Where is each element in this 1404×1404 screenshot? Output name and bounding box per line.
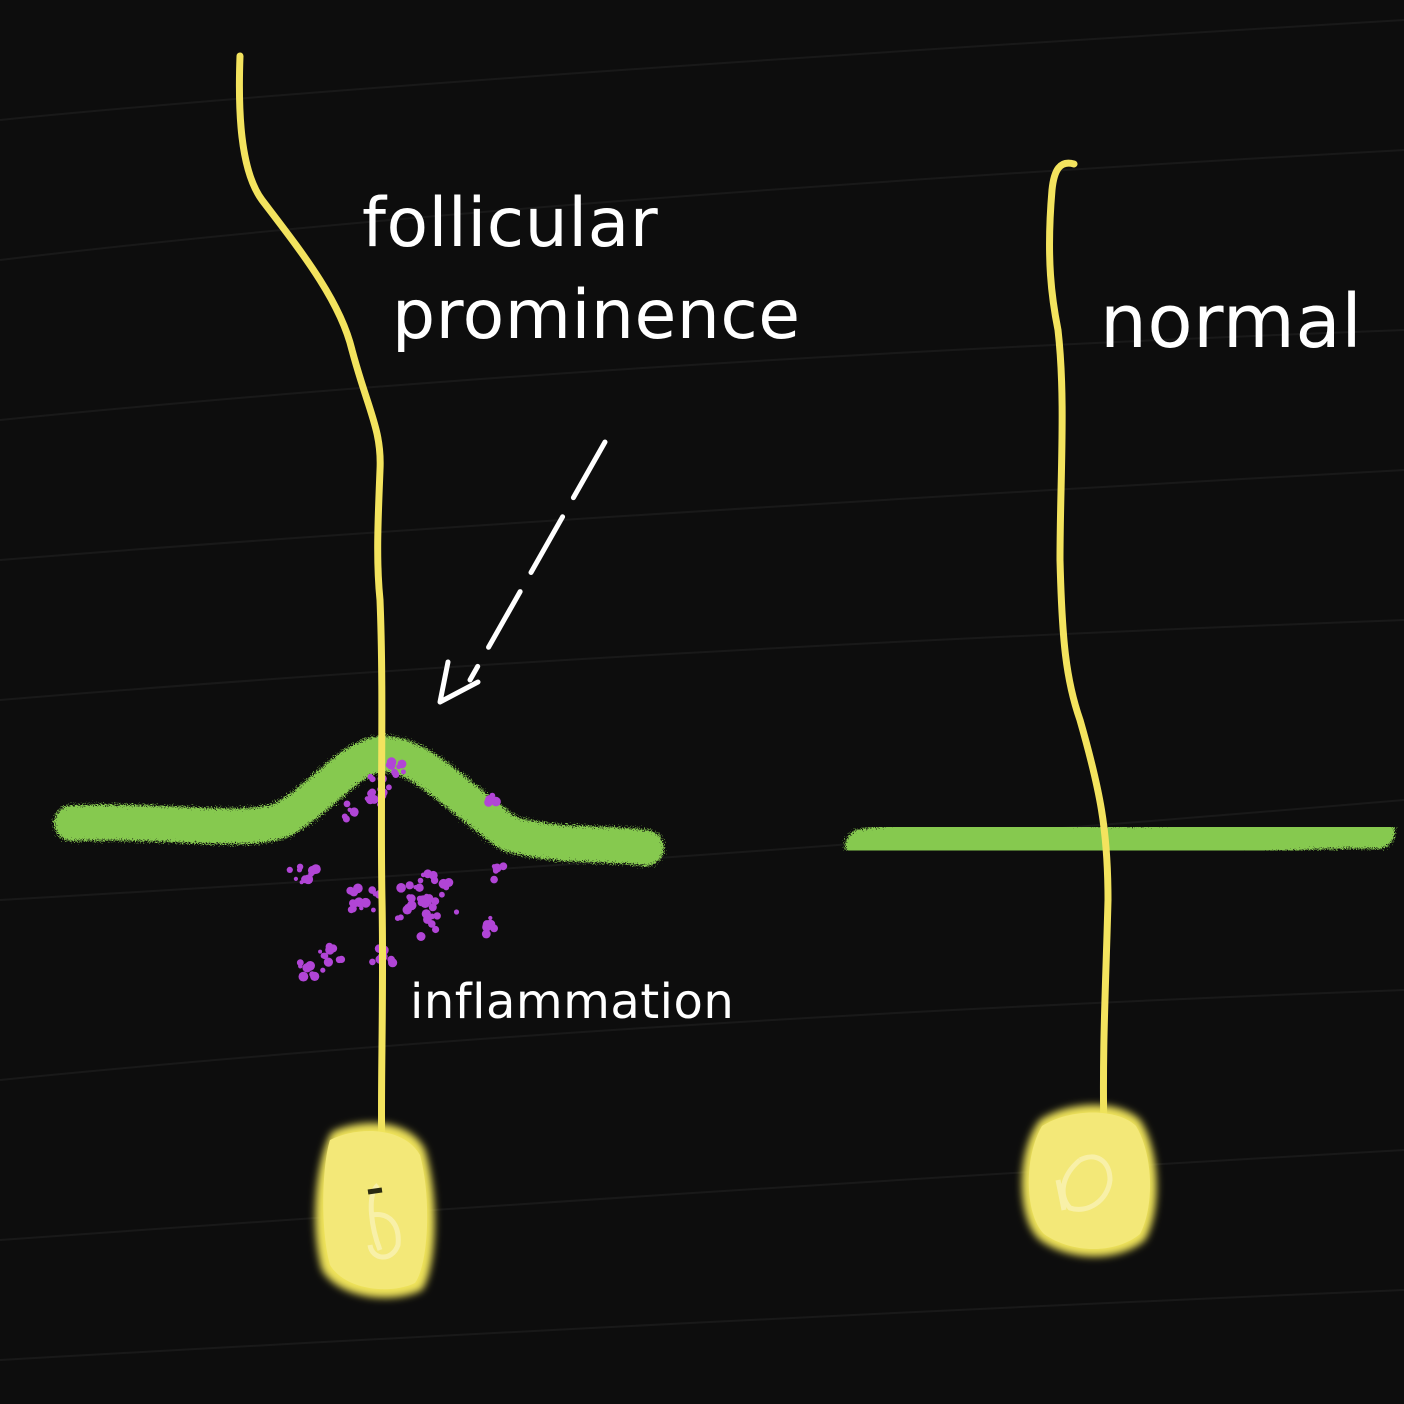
inflammation-cell [405, 881, 414, 890]
inflammation-cell [320, 952, 327, 959]
label-line-1: follicular [362, 184, 659, 263]
inflammation-cell [346, 886, 355, 895]
inflammation-cell [359, 905, 364, 911]
inflammation-cell [286, 866, 293, 874]
inflammation-cell [439, 891, 445, 898]
inflammation-cell [491, 864, 497, 869]
inflammation-cell [432, 925, 440, 934]
inflammation-label: inflammation [410, 974, 735, 1030]
inflammation-cell [488, 915, 493, 921]
normal-label: normal [1100, 279, 1363, 365]
inflammation-cell [299, 880, 304, 885]
inflammation-cell [416, 932, 426, 941]
inflammation-cell [400, 769, 406, 775]
inflammation-cell [490, 875, 498, 884]
inflammation-cell [302, 963, 312, 973]
inflammation-cell [415, 883, 424, 892]
hair-shaft-left [235, 52, 387, 1159]
inflammation-cell [309, 971, 316, 978]
inflammation-cell [433, 912, 441, 920]
inflammation-cell [386, 757, 397, 767]
inflammation-cell [357, 897, 363, 903]
inflammation-cell [365, 795, 375, 805]
inflammation-cell [406, 900, 417, 911]
inflammation-cell [453, 909, 460, 915]
inflammation-cell [369, 958, 376, 966]
inflammation-cell [349, 904, 357, 913]
hair-bulb-left [315, 1123, 435, 1298]
inflammation-cell [342, 815, 350, 823]
inflammation-cell [367, 789, 375, 798]
inflammation-cell [417, 877, 424, 884]
inflammation-cell [343, 800, 351, 808]
inflammation-cell [407, 894, 416, 903]
inflammation-cell [296, 863, 304, 870]
inflammation-cell [397, 914, 404, 921]
hair-shaft-right [1046, 159, 1112, 1139]
inflammation-cell [392, 771, 400, 778]
inflammation-cell [371, 907, 376, 913]
inflammation-cell [325, 945, 335, 955]
inflammation-cell [351, 810, 359, 817]
inflammation-cell [323, 957, 333, 967]
inflammation-cell [499, 862, 508, 871]
inflammation-cell [396, 883, 406, 893]
inflammation-cell [387, 955, 396, 964]
inflammation-cell [296, 959, 304, 967]
inflammation-cell [416, 895, 423, 902]
inflammation-cell [428, 870, 438, 880]
inflammation-cell [428, 903, 437, 912]
inflammation-cell [293, 876, 298, 882]
inflammation-cell [425, 894, 434, 903]
follicular-prominence-label: follicular prominence [362, 178, 801, 362]
inflammation-cell [431, 897, 440, 905]
inflammation-cell [307, 865, 317, 875]
inflammation-cell [484, 920, 493, 928]
inflammation-cell [347, 807, 352, 812]
inflammation-cell [369, 776, 376, 783]
inflammation-cell [298, 971, 309, 982]
skin-layer-raised [54, 736, 664, 866]
inflammation-cell [489, 792, 496, 799]
background-streaks [0, 19, 1404, 1361]
inflammation-cell [428, 920, 436, 928]
inflammation-cell [320, 967, 326, 973]
label-line-2: prominence [392, 276, 801, 355]
inflammation-cell [337, 955, 346, 964]
dashed-arrow [437, 439, 608, 705]
inflammation-cell [481, 929, 491, 939]
inflammation-cell [396, 764, 402, 770]
inflammation-cell [438, 878, 449, 889]
inflammation-cell [386, 784, 392, 791]
inflammation-cell [303, 874, 314, 885]
skin-layer-flat [845, 814, 1395, 863]
inflammation-cell [361, 898, 369, 905]
hair-bulb-right [1022, 1105, 1157, 1257]
inflammation-cell [487, 797, 492, 803]
inflammation-cell [318, 949, 323, 954]
